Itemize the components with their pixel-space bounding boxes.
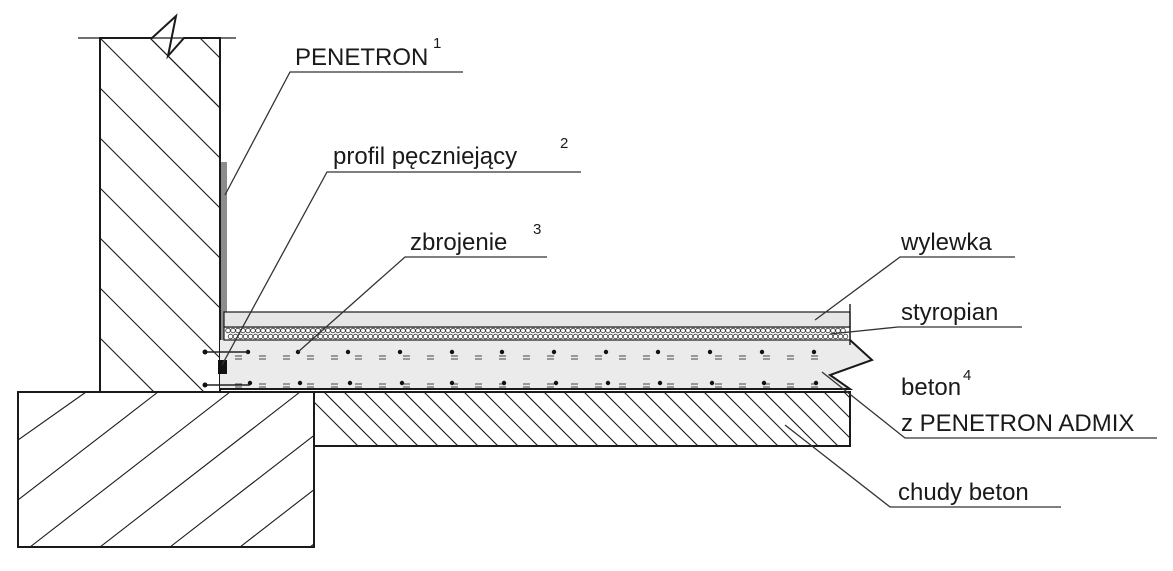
labels: PENETRON 1 profil pęczniejący 2 zbrojeni… [295, 35, 1134, 506]
leader-wylewka [814, 256, 1015, 321]
label-beton-footnote: 4 [963, 367, 971, 384]
concrete-slab-fill [220, 340, 872, 389]
lower-rebar-end [202, 382, 208, 388]
lean-concrete-outline [314, 391, 851, 447]
lean-concrete-layer [314, 391, 851, 447]
label-penetron-footnote: 1 [433, 35, 441, 52]
leader-beton [821, 371, 1157, 439]
label-zbrojenie-footnote: 3 [533, 221, 541, 238]
label-beton: beton [901, 374, 961, 401]
wall-outline [99, 13, 221, 392]
rebar-dots [245, 349, 819, 386]
concrete-slab [220, 339, 874, 390]
label-beton-admix: z PENETRON ADMIX [901, 410, 1134, 437]
lean-concrete-hatching [314, 392, 850, 446]
leader-profil [221, 171, 581, 366]
footing [17, 391, 315, 548]
screed-layer [223, 311, 851, 328]
upper-rebar-end [202, 349, 208, 355]
footing-hatching [18, 392, 314, 547]
footing-outline [17, 391, 315, 548]
wall-hatching [100, 38, 220, 392]
leader-chudy-beton [784, 424, 1061, 508]
label-styropian: styropian [901, 299, 998, 326]
wall [78, 13, 236, 392]
label-chudy-beton: chudy beton [898, 479, 1029, 506]
leader-penetron [224, 71, 463, 196]
leader-styropian [829, 326, 1022, 335]
swelling-profile [218, 360, 227, 374]
label-wylewka: wylewka [900, 229, 992, 256]
leader-zbrojenie [297, 256, 547, 353]
leader-lines [221, 71, 1157, 508]
penetron-coating [221, 162, 227, 340]
slab-concrete-texture [235, 349, 819, 388]
label-penetron: PENETRON [295, 44, 428, 71]
label-zbrojenie: zbrojenie [410, 229, 507, 256]
label-profil: profil pęczniejący [333, 143, 517, 170]
reinforcement [202, 349, 250, 388]
styrofoam-beads [225, 327, 849, 340]
label-profil-footnote: 2 [560, 135, 568, 152]
concrete-slab-outline [220, 339, 874, 390]
